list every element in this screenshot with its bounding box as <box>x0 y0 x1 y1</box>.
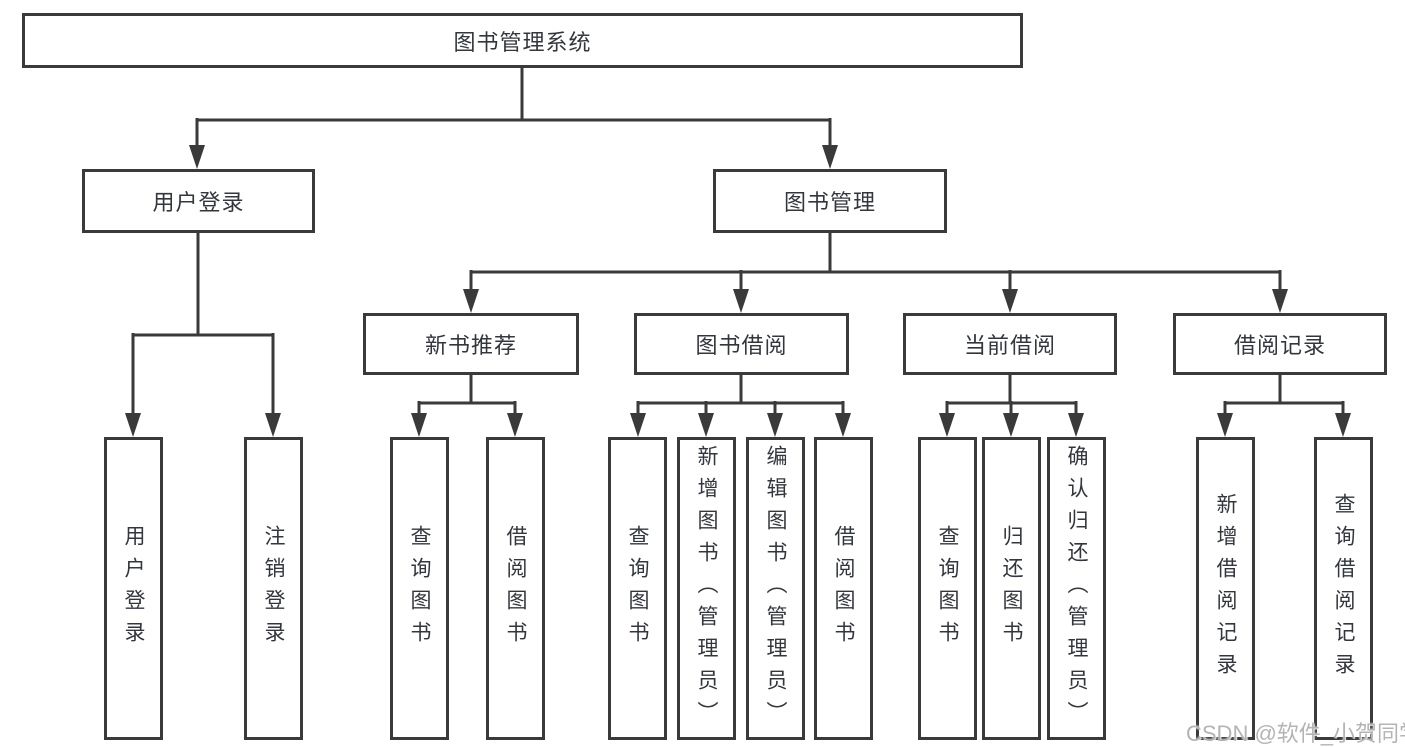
leaf-query-books-recommend: 查询图书 <box>390 437 449 740</box>
node-new-book-recommend: 新书推荐 <box>363 313 579 375</box>
watermark: CSDN @软件_小贺同学 <box>1186 721 1405 746</box>
leaf-query-books-recommend-label: 查询图书 <box>408 524 431 653</box>
leaf-borrow-books-recommend: 借阅图书 <box>486 437 545 740</box>
leaf-user-login: 用户登录 <box>104 437 163 740</box>
leaf-logout: 注销登录 <box>244 437 303 740</box>
arrowheads <box>125 145 1351 437</box>
leaf-add-borrow-record: 新增借阅记录 <box>1196 437 1255 740</box>
leaf-add-book-admin: 新增图书（管理员） <box>677 437 736 740</box>
leaf-query-borrow-record-label: 查询借阅记录 <box>1332 492 1355 685</box>
leaf-borrow-books-label: 借阅图书 <box>832 524 855 653</box>
leaf-confirm-return-admin-label: 确认归还（管理员） <box>1065 444 1088 733</box>
leaf-user-login-label: 用户登录 <box>122 524 145 653</box>
leaf-add-borrow-record-label: 新增借阅记录 <box>1214 492 1237 685</box>
leaf-query-books-borrow: 查询图书 <box>608 437 667 740</box>
leaf-return-book: 归还图书 <box>982 437 1041 740</box>
leaf-logout-label: 注销登录 <box>262 524 285 653</box>
node-book-management: 图书管理 <box>713 169 947 233</box>
leaf-query-books-borrow-label: 查询图书 <box>626 524 649 653</box>
node-book-borrow: 图书借阅 <box>634 313 849 375</box>
leaf-query-books-current-label: 查询图书 <box>936 524 959 653</box>
node-current-borrow: 当前借阅 <box>903 313 1117 375</box>
node-user-login: 用户登录 <box>82 169 315 233</box>
node-borrow-records: 借阅记录 <box>1173 313 1387 375</box>
leaf-confirm-return-admin: 确认归还（管理员） <box>1047 437 1106 740</box>
leaf-query-books-current: 查询图书 <box>918 437 977 740</box>
leaf-return-book-label: 归还图书 <box>1000 524 1023 653</box>
leaf-borrow-books: 借阅图书 <box>814 437 873 740</box>
leaf-query-borrow-record: 查询借阅记录 <box>1314 437 1373 740</box>
leaf-borrow-books-recommend-label: 借阅图书 <box>504 524 527 653</box>
node-root-library-system: 图书管理系统 <box>22 13 1023 68</box>
leaf-add-book-admin-label: 新增图书（管理员） <box>695 444 718 733</box>
leaf-edit-book-admin: 编辑图书（管理员） <box>746 437 805 740</box>
leaf-edit-book-admin-label: 编辑图书（管理员） <box>764 444 787 733</box>
